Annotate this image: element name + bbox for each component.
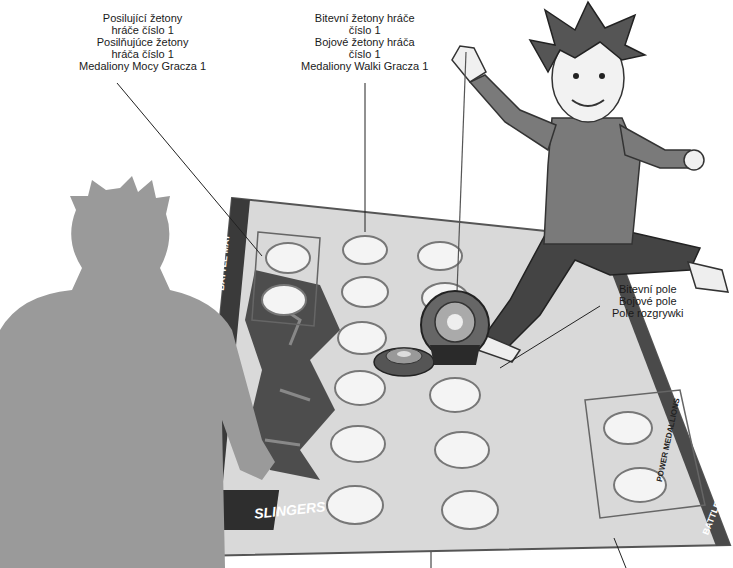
callout-label: Bojové pole <box>619 295 677 307</box>
rip-cord <box>457 52 466 292</box>
callout-label: Pole rozgrywki <box>612 307 684 319</box>
leader-line <box>117 83 626 568</box>
callout-label: Posilující žetony hráče číslo 1 <box>89 12 197 36</box>
callout-group: Bitevní poleBojové polePole rozgrywki <box>612 283 684 319</box>
callout-label: Medaliony Walki Gracza 1 <box>301 60 428 72</box>
callout-group: Bitevní žetony hráče číslo 1Bojové žeton… <box>301 12 428 72</box>
medallions <box>262 236 498 529</box>
spinner-top <box>374 348 434 376</box>
power-box <box>252 232 320 326</box>
player-silhouette <box>0 176 275 568</box>
power-box <box>585 390 705 518</box>
callout-label: Bojové žetony hráča číslo 1 <box>311 36 419 60</box>
launcher <box>421 291 489 365</box>
callout-group: Posilující žetony hráče číslo 1Posilňujú… <box>79 12 206 72</box>
boy-figure <box>452 2 728 362</box>
callout-label: Bitevní žetony hráče číslo 1 <box>311 12 419 36</box>
battle-mat <box>196 198 730 556</box>
callout-label: Posilňujúce žetony hráča číslo 1 <box>87 36 199 60</box>
callout-label: Medaliony Mocy Gracza 1 <box>79 60 206 72</box>
callout-label: Bitevní pole <box>619 283 676 295</box>
medallions <box>604 412 666 502</box>
